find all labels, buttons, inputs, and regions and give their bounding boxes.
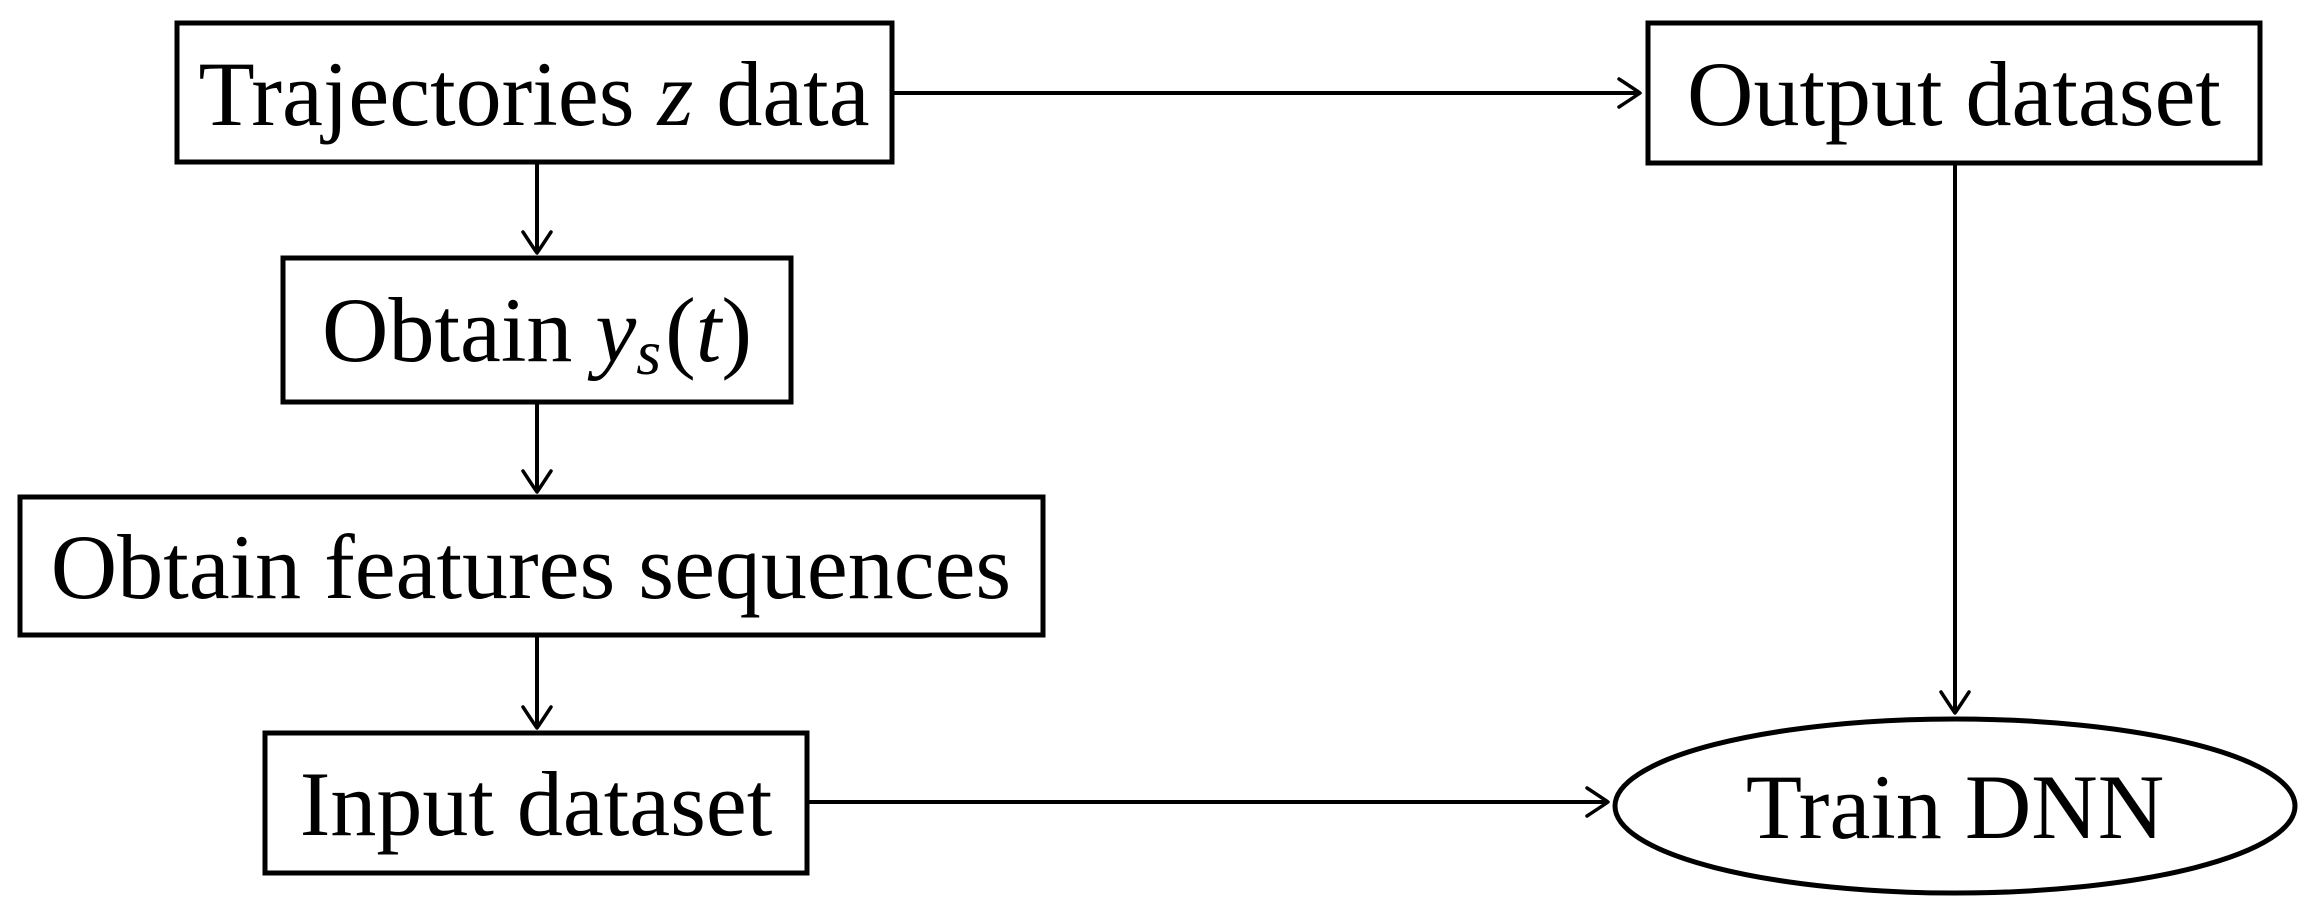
node-output-dataset: Output dataset xyxy=(1645,20,2263,166)
input-dataset-box xyxy=(262,730,810,876)
trajectories-z-data-box xyxy=(174,20,895,165)
train-dnn-ellipse xyxy=(1612,716,2298,896)
node-obtain-features-sequences: Obtain features sequences xyxy=(17,494,1046,638)
train-dnn-label: Train DNN xyxy=(1746,756,2164,858)
obtain-ys-t-box xyxy=(280,255,794,405)
obtain-features-sequences-box xyxy=(17,494,1046,638)
node-train-dnn: Train DNN xyxy=(1612,716,2298,896)
output-dataset-label: Output dataset xyxy=(1687,43,2221,145)
input-dataset-label: Input dataset xyxy=(300,753,773,855)
obtain-features-sequences-label: Obtain features sequences xyxy=(51,516,1011,618)
node-input-dataset: Input dataset xyxy=(262,730,810,876)
output-dataset-box xyxy=(1645,20,2263,166)
